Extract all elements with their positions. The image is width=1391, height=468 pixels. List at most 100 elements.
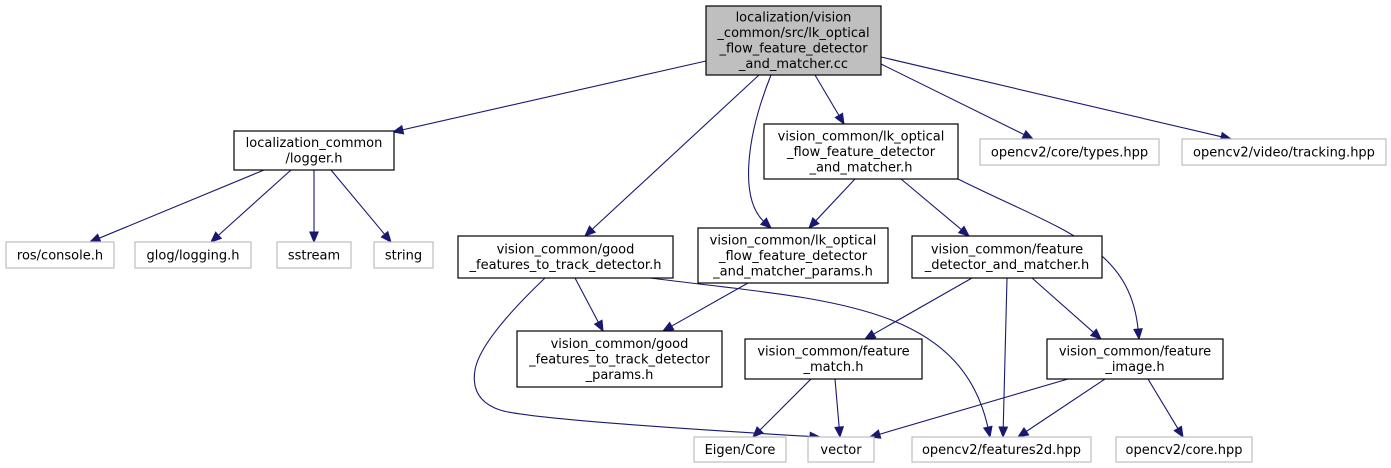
node-label-line: _flow_feature_detector	[718, 42, 868, 57]
nodes-layer: localization/vision_common/src/lk_optica…	[5, 5, 1387, 463]
node-box	[1115, 436, 1253, 463]
edge-line	[574, 277, 600, 324]
arrow-head	[982, 425, 993, 439]
edge-root-to-gftt	[584, 74, 760, 237]
edge-line	[880, 63, 1026, 136]
arrow-head	[210, 231, 223, 243]
node-label-line: ros/console.h	[17, 248, 103, 263]
node-label-line: /logger.h	[286, 152, 343, 167]
node-fimage[interactable]: vision_common/feature_image.h	[1046, 338, 1224, 380]
node-eigen: Eigen/Core	[693, 436, 787, 463]
node-ros: ros/console.h	[5, 241, 115, 269]
edge-line	[880, 56, 1223, 138]
edge-fmatch-to-vector	[834, 378, 845, 439]
node-box	[697, 227, 889, 284]
arrow-head	[1021, 129, 1035, 140]
node-box	[5, 241, 115, 269]
arrow-head	[998, 426, 1009, 439]
edge-line	[473, 277, 812, 438]
edge-lkh-to-fdm	[900, 178, 970, 237]
node-box	[705, 5, 882, 76]
arrow-head	[380, 230, 392, 243]
node-label-line: string	[385, 248, 422, 263]
node-label-line: _match.h	[803, 360, 864, 375]
edge-root-to-lkh	[814, 74, 845, 126]
edge-line	[591, 74, 760, 231]
node-fmatch[interactable]: vision_common/feature_match.h	[744, 338, 923, 380]
node-box	[911, 436, 1092, 463]
edge-fmatch-to-eigen	[752, 378, 812, 438]
node-logger[interactable]: localization_common/logger.h	[233, 130, 395, 171]
edge-line	[1147, 378, 1179, 430]
edge-gftt-to-f2d	[649, 277, 993, 439]
node-box	[457, 235, 674, 279]
node-box	[763, 123, 959, 180]
arrow-head	[868, 429, 882, 439]
node-tracking: opencv2/video/tracking.hpp	[1181, 138, 1387, 166]
edge-fdm-to-fimage	[1031, 277, 1102, 340]
node-label-line: vision_common/feature	[931, 243, 1083, 258]
node-box	[979, 138, 1160, 166]
node-label-line: _and_matcher_params.h	[712, 264, 873, 279]
node-label-line: localization_common	[246, 136, 383, 151]
node-box	[134, 241, 252, 269]
node-label-line: _and_matcher.h	[808, 160, 912, 175]
edge-line	[401, 60, 707, 131]
node-lkparams[interactable]: vision_common/lk_optical_flow_feature_de…	[697, 227, 889, 284]
edge-line	[649, 277, 989, 429]
edge-line	[834, 378, 840, 429]
node-vector: vector	[807, 436, 875, 463]
node-label-line: opencv2/core/types.hpp	[991, 145, 1148, 160]
node-label-line: vision_common/feature	[1059, 345, 1211, 360]
node-label-line: _features_to_track_detector	[528, 352, 710, 367]
edge-fimage-to-corehpp	[1147, 378, 1184, 439]
node-box	[1046, 338, 1224, 380]
node-lkh[interactable]: vision_common/lk_optical_flow_feature_de…	[763, 123, 959, 180]
arrow-head	[391, 124, 405, 135]
node-label-line: _detector_and_matcher.h	[924, 258, 1089, 273]
node-glog: glog/logging.h	[134, 241, 252, 269]
arrow-head	[661, 321, 675, 332]
node-box	[276, 241, 352, 269]
node-label-line: vision_common/lk_optical	[710, 233, 877, 248]
node-label-line: _flow_feature_detector	[718, 249, 868, 264]
node-f2d: opencv2/features2d.hpp	[911, 436, 1092, 463]
edge-fdm-to-f2d	[998, 277, 1009, 439]
edge-line	[217, 169, 292, 237]
node-types: opencv2/core/types.hpp	[979, 138, 1160, 166]
arrow-head	[834, 426, 845, 439]
node-label-line: vision_common/good	[497, 243, 635, 258]
edge-root-to-lkparams	[748, 74, 772, 229]
edge-root-to-types	[880, 63, 1035, 140]
node-label-line: vision_common/feature	[757, 345, 909, 360]
node-box	[233, 130, 395, 171]
arrow-head	[759, 217, 772, 229]
node-label-line: _common/src/lk_optical	[716, 26, 869, 41]
arrow-head	[752, 426, 764, 438]
edge-fdm-to-fmatch	[863, 277, 973, 340]
node-label-line: _image.h	[1104, 360, 1164, 375]
node-fdm[interactable]: vision_common/feature_detector_and_match…	[911, 235, 1103, 279]
edge-root-to-logger	[391, 60, 707, 135]
node-label-line: _params.h	[585, 368, 654, 383]
edge-line	[748, 74, 772, 223]
edge-line	[872, 277, 973, 336]
arrow-head	[1089, 328, 1102, 340]
node-box	[744, 338, 923, 380]
edge-logger-to-glog	[210, 169, 292, 243]
node-root[interactable]: localization/vision_common/src/lk_optica…	[705, 5, 882, 76]
node-sstream: sstream	[276, 241, 352, 269]
node-gfttparams[interactable]: vision_common/good_features_to_track_det…	[516, 330, 723, 388]
edge-line	[878, 378, 1069, 435]
node-label-line: vision_common/good	[551, 337, 689, 352]
node-label-line: opencv2/features2d.hpp	[922, 443, 1081, 458]
edge-fimage-to-vector	[868, 378, 1069, 439]
node-corehpp: opencv2/core.hpp	[1115, 436, 1253, 463]
node-label-line: vision_common/lk_optical	[778, 129, 945, 144]
arrow-head	[593, 319, 604, 333]
node-gftt[interactable]: vision_common/good_features_to_track_det…	[457, 235, 674, 279]
node-label-line: Eigen/Core	[705, 443, 776, 458]
edge-gftt-to-gfttparams	[574, 277, 604, 333]
node-box	[693, 436, 787, 463]
